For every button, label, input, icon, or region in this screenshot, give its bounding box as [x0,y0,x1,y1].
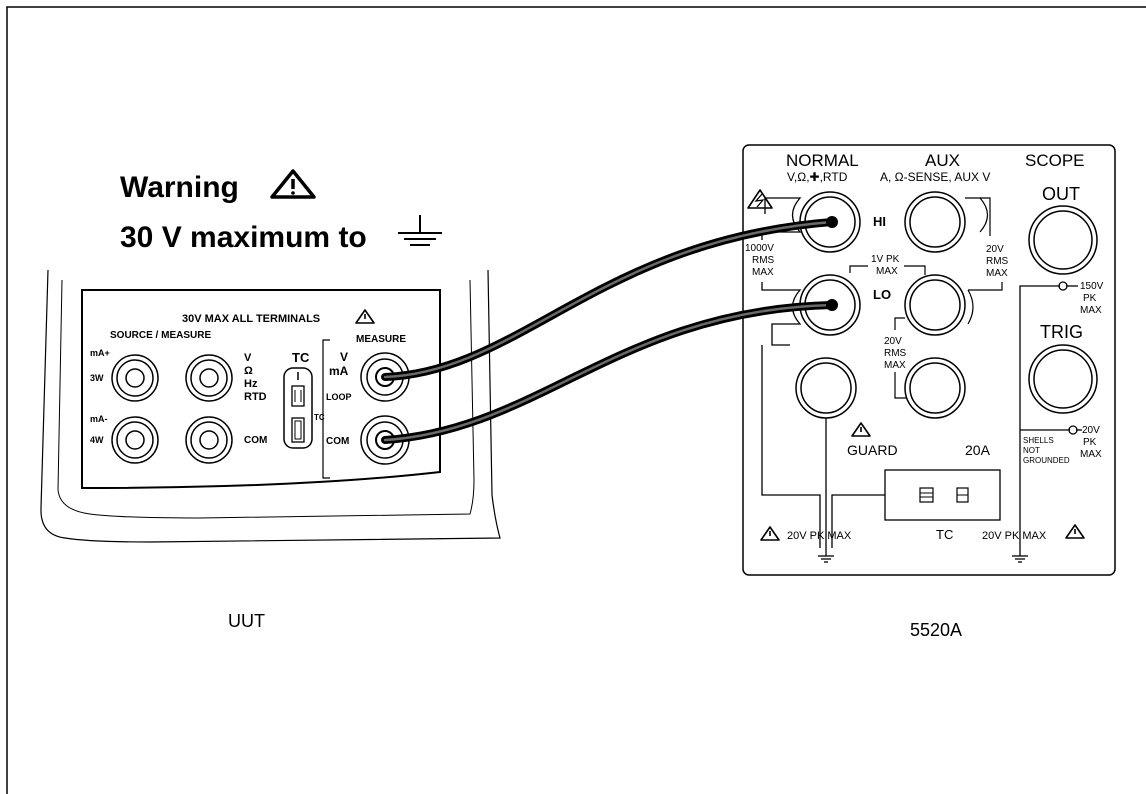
test-lead-lo[interactable] [381,299,838,444]
cal-tc-connector[interactable] [884,469,1001,521]
cal-normal-label: NORMAL [786,151,859,170]
uut-ma-right-label: mA [329,364,349,378]
uut-4w-label: 4W [90,435,104,445]
warning-text: 30 V maximum to [120,221,367,254]
cal-tc-label: TC [936,527,953,542]
uut-v-label: V [244,352,252,364]
uut-hz-label: Hz [244,378,258,390]
uut-panel [81,289,441,490]
cal-trig-label: TRIG [1040,322,1083,342]
cal-bottom-right-20vpk-label: 20V PK MAX [982,530,1047,542]
cal-1000v-label: 1000V [745,243,774,254]
cal-grounded-label: GROUNDED [1023,456,1070,465]
cal-150v-label: 150V [1080,281,1104,292]
uut-jack-v-ohm[interactable] [185,354,233,402]
warning-triangle-icon [270,169,316,199]
warning-block: Warning 30 V maximum to [120,169,442,254]
uut-header: 30V MAX ALL TERMINALS [182,313,320,325]
uut-ohm-label: Ω [244,365,253,377]
ground-icon [398,215,442,246]
cal-lower-20v-label: 20V [884,336,902,347]
cal-right-pk-label: PK [1083,437,1097,448]
cal-lower-rms-label: RMS [884,348,907,359]
calibrator-caption: 5520A [910,620,962,640]
cal-1000v-max-label: MAX [752,267,774,278]
uut-jack-ma-minus[interactable] [111,416,159,464]
cal-normal-sub-label: V,Ω,✚,RTD [787,170,848,184]
high-voltage-warning-icon [747,189,773,209]
uut-com-right-label: COM [326,436,349,447]
cal-aux-max-label: MAX [986,268,1008,279]
bottom-right-ground-icon [1012,548,1028,563]
uut-header-warning-icon [355,309,375,324]
uut-3w-label: 3W [90,373,104,383]
calibrator-panel: NORMAL V,Ω,✚,RTD AUX A, Ω-SENSE, AUX V S… [742,144,1116,576]
bottom-left-ground-icon [818,548,834,563]
cal-scope-label: SCOPE [1025,151,1085,170]
cal-1vpk-max-label: MAX [876,266,898,277]
cal-scope-trig-jack[interactable] [1028,344,1098,414]
test-lead-hi[interactable] [381,216,838,381]
cal-aux-sub-label: A, Ω-SENSE, AUX V [880,170,990,184]
cal-right-20v-label: 20V [1082,425,1100,436]
cal-not-label: NOT [1023,446,1040,455]
uut-caption: UUT [228,611,265,631]
bottom-right-warning-icon [1065,524,1085,539]
uut-tc-connector[interactable] [283,367,313,449]
cal-bottom-left-20vpk-label: 20V PK MAX [787,530,852,542]
guard-warning-icon [851,422,871,437]
uut-device: 30V MAX ALL TERMINALS SOURCE / MEASURE M… [40,269,501,543]
cal-aux-rms-label: RMS [986,256,1009,267]
cal-20v-marker [1068,425,1078,435]
uut-jack-com-left[interactable] [185,416,233,464]
uut-source-measure-label: SOURCE / MEASURE [110,330,211,341]
cal-1000v-rms-label: RMS [752,255,775,266]
uut-jack-ma-plus[interactable] [111,354,159,402]
cal-hi-label: HI [873,214,886,229]
cal-aux-20v-label: 20V [986,244,1004,255]
cal-aux-label: AUX [925,151,960,170]
cal-guard-jack[interactable] [795,357,857,419]
cal-150v-max-label: MAX [1080,305,1102,316]
cal-shells-label: SHELLS [1023,436,1054,445]
cal-20a-jack[interactable] [904,357,966,419]
cal-150v-pk-label: PK [1083,293,1097,304]
uut-measure-label: MEASURE [356,334,406,345]
page-frame [6,6,1146,794]
cal-scope-out-jack[interactable] [1028,205,1098,275]
cal-guard-label: GUARD [847,442,898,458]
cal-1vpk-label: 1V PK [871,254,900,265]
uut-loop-label: LOOP [326,392,352,402]
uut-ma-minus-label: mA- [90,414,108,424]
uut-tc-label: TC [292,350,310,365]
cal-out-label: OUT [1042,184,1080,204]
cal-aux-hi-jack[interactable] [904,191,966,253]
cal-20a-label: 20A [965,442,991,458]
cal-aux-lo-jack[interactable] [904,274,966,336]
cal-right-max-label: MAX [1080,449,1102,460]
uut-rtd-label: RTD [244,391,267,403]
uut-v-right-label: V [340,350,348,364]
cal-150v-marker [1058,281,1068,291]
bottom-left-warning-icon [760,526,780,541]
uut-ma-plus-label: mA+ [90,348,110,358]
uut-tc-small-label: TC [314,413,325,422]
uut-com-left-label: COM [244,435,267,446]
cal-lower-max-label: MAX [884,360,906,371]
warning-title: Warning [120,171,239,204]
cal-lo-label: LO [873,287,891,302]
